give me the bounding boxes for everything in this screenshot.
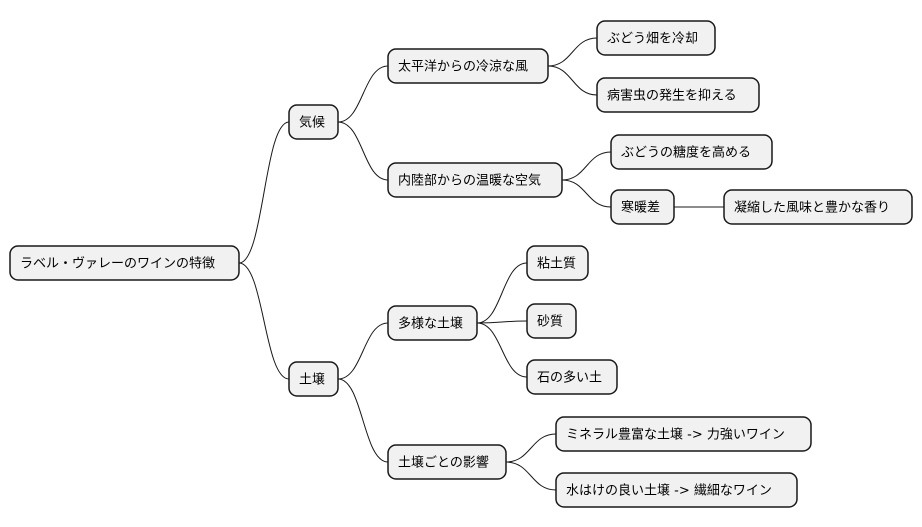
node-diverse-soil[interactable]: 多様な土壌 (387, 305, 478, 341)
node-pest-control-label: 病害虫の発生を抑える (607, 88, 737, 104)
connector-line-7 (561, 179, 612, 208)
node-pacific-wind[interactable]: 太平洋からの冷涼な風 (387, 48, 549, 84)
connector-line-2 (337, 65, 389, 123)
connector-line-5 (547, 65, 598, 96)
node-concentrated-flavor-label: 凝縮した風味と豊かな香り (734, 200, 890, 216)
connector-line-10 (337, 378, 389, 463)
node-diurnal-range-label: 寒暖差 (621, 200, 660, 216)
node-drained-soil[interactable]: 水はけの良い土壌 -> 繊細なワイン (555, 472, 798, 508)
node-soil-effects-label: 土壌ごとの影響 (398, 455, 489, 471)
connector-line-11 (476, 262, 528, 324)
node-inland-air[interactable]: 内陸部からの温暖な空気 (387, 162, 563, 198)
connector-line-6 (561, 151, 612, 181)
node-sugar-content[interactable]: ぶどうの糖度を高める (610, 134, 773, 170)
connector-line-0 (238, 121, 290, 264)
node-sugar-content-label: ぶどうの糖度を高める (621, 145, 751, 161)
node-cool-vineyards[interactable]: ぶどう畑を冷却 (596, 20, 716, 56)
connector-line-15 (505, 461, 557, 491)
connector-line-12 (476, 320, 528, 324)
node-sand[interactable]: 砂質 (526, 303, 577, 339)
connector-line-9 (337, 322, 389, 380)
node-climate-label: 気候 (299, 115, 325, 131)
node-clay-label: 粘土質 (537, 257, 576, 272)
connector-line-1 (238, 262, 290, 380)
connector-line-14 (505, 433, 557, 463)
node-diurnal-range[interactable]: 寒暖差 (610, 189, 675, 225)
node-root-label: ラベル・ヴァレーのワインの特徴 (20, 256, 215, 272)
connector-line-3 (337, 121, 389, 181)
node-drained-soil-label: 水はけの良い土壌 -> 繊細なワイン (566, 483, 772, 499)
node-soil-label: 土壌 (299, 373, 325, 388)
node-stony-label: 石の多い土 (537, 370, 602, 386)
node-soil-effects[interactable]: 土壌ごとの影響 (387, 444, 507, 480)
node-concentrated-flavor[interactable]: 凝縮した風味と豊かな香り (723, 189, 913, 225)
node-mineral-soil-label: ミネラル豊富な土壌 -> 力強いワイン (566, 427, 785, 443)
node-mineral-soil[interactable]: ミネラル豊富な土壌 -> 力強いワイン (555, 416, 812, 452)
node-soil[interactable]: 土壌 (288, 361, 339, 397)
connector-line-13 (476, 322, 528, 378)
node-stony[interactable]: 石の多い土 (526, 359, 618, 395)
node-climate[interactable]: 気候 (288, 104, 339, 140)
connector-line-4 (547, 37, 598, 67)
node-cool-vineyards-label: ぶどう畑を冷却 (607, 32, 698, 47)
node-root[interactable]: ラベル・ヴァレーのワインの特徴 (9, 245, 240, 281)
node-diverse-soil-label: 多様な土壌 (398, 316, 463, 332)
node-sand-label: 砂質 (537, 315, 563, 330)
connector-lines (238, 37, 724, 491)
node-pest-control[interactable]: 病害虫の発生を抑える (596, 77, 760, 113)
node-pacific-wind-label: 太平洋からの冷涼な風 (398, 60, 528, 75)
node-inland-air-label: 内陸部からの温暖な空気 (398, 173, 541, 189)
node-clay[interactable]: 粘土質 (526, 245, 589, 281)
